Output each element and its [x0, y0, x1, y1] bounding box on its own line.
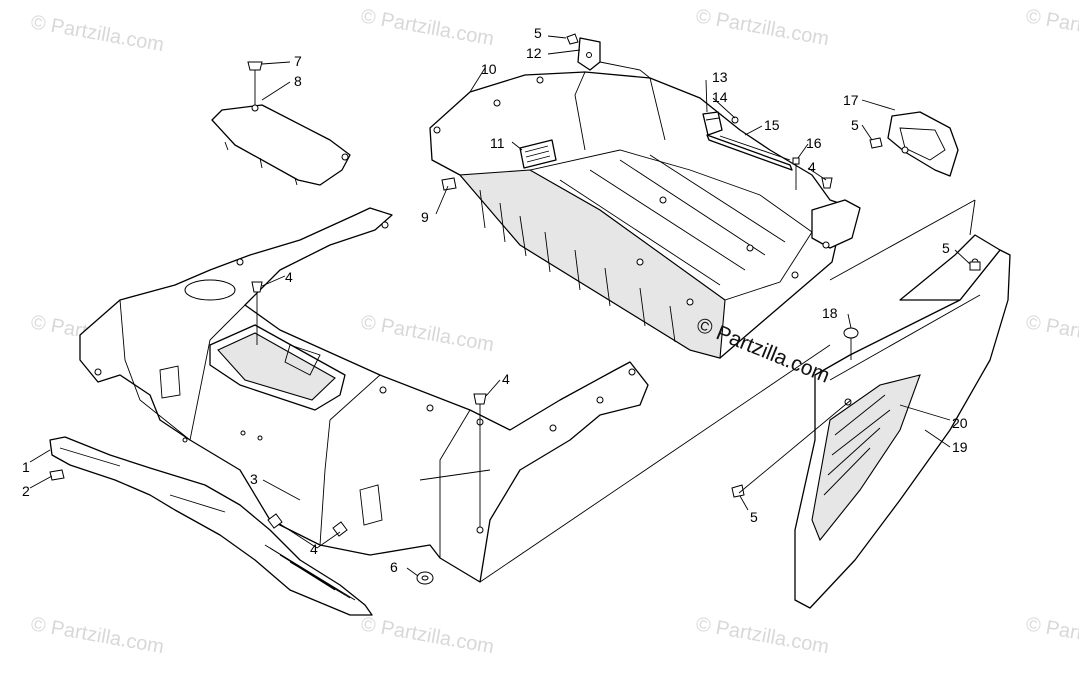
watermark: © Partzilla.com: [1024, 5, 1079, 50]
leader-lines: [29, 35, 976, 583]
clip-part-2[interactable]: [49, 469, 65, 481]
callout-19: 19: [952, 439, 968, 455]
watermark: © Partzilla.com: [359, 311, 496, 356]
screw-part-7[interactable]: [247, 61, 263, 105]
rod-part-15[interactable]: [706, 134, 793, 171]
callout-5: 5: [942, 240, 950, 256]
callout-5: 5: [851, 117, 859, 133]
screw-part-4[interactable]: [251, 177, 833, 537]
callout-18: 18: [822, 305, 838, 321]
watermark: © Partzilla.com: [29, 11, 166, 56]
callout-12: 12: [526, 45, 542, 61]
watermark: © Partzilla.com: [359, 613, 496, 658]
callout-1: 1: [22, 459, 30, 475]
bracket-part-12[interactable]: [577, 37, 601, 71]
trim-part-1[interactable]: [49, 436, 373, 616]
console-part-3[interactable]: [79, 207, 649, 583]
callout-2: 2: [22, 483, 30, 499]
callout-20: 20: [952, 415, 968, 431]
decal-part-11[interactable]: [519, 139, 557, 169]
screw-part-14[interactable]: [731, 116, 739, 124]
callout-4: 4: [285, 269, 293, 285]
plug-part-18[interactable]: [843, 327, 859, 360]
bracket-part-17[interactable]: [871, 111, 959, 177]
callout-5: 5: [750, 509, 758, 525]
callout-17: 17: [843, 92, 859, 108]
callout-4: 4: [310, 541, 318, 557]
callout-7: 7: [294, 53, 302, 69]
fastener-part-9[interactable]: [441, 177, 457, 191]
cargo-box-part-10[interactable]: [429, 71, 861, 359]
side-panel-part-19[interactable]: [794, 234, 1011, 609]
callout-3: 3: [250, 471, 258, 487]
callout-15: 15: [764, 117, 780, 133]
callout-8: 8: [294, 73, 302, 89]
grommet-part-6[interactable]: [416, 571, 434, 585]
nut-part-5[interactable]: [566, 33, 981, 498]
watermark: © Partzilla.com: [29, 613, 166, 658]
callout-4: 4: [808, 159, 816, 175]
callout-5: 5: [534, 25, 542, 41]
callout-6: 6: [390, 559, 398, 575]
watermark: © Partzilla.com: [694, 613, 831, 658]
bolt-part-16[interactable]: [792, 157, 800, 190]
lid-part-8[interactable]: [211, 104, 351, 186]
callout-16: 16: [806, 135, 822, 151]
watermark: © Partzilla.com: [1024, 311, 1079, 356]
callout-10: 10: [481, 61, 497, 77]
watermark: © Partzilla.com: [359, 5, 496, 50]
callout-13: 13: [712, 69, 728, 85]
callout-4: 4: [502, 371, 510, 387]
watermark: © Partzilla.com: [1024, 613, 1079, 658]
watermark: © Partzilla.com: [694, 5, 831, 50]
callout-9: 9: [421, 209, 429, 225]
callout-11: 11: [490, 135, 505, 151]
callout-14: 14: [712, 89, 728, 105]
decal-part-20[interactable]: [829, 294, 981, 381]
latch-part-13[interactable]: [702, 111, 723, 136]
callout-labels: 1 2 3 4 4 4 4 5 5 5 5 6 7 8 9 10 11 12 1…: [22, 25, 968, 575]
